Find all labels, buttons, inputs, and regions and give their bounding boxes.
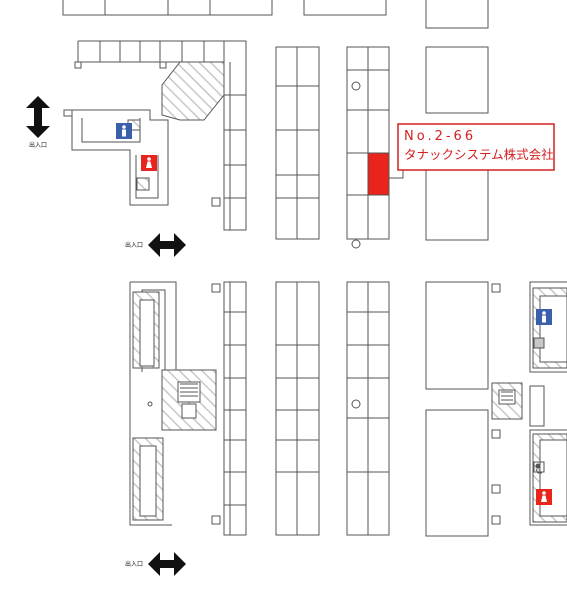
- callout-leader: [389, 170, 404, 179]
- booth-block-5: [346, 281, 390, 536]
- male-restroom-icon: [116, 123, 132, 139]
- exit-label: 出入口: [125, 241, 143, 249]
- top-left-building: [63, 40, 247, 231]
- bottom-left-building: [129, 281, 247, 536]
- booth-block-2: [346, 46, 390, 249]
- exit-label: 出入口: [29, 141, 47, 149]
- female-restroom-icon: [141, 155, 157, 171]
- booth-block-4: [275, 281, 320, 536]
- female-restroom-icon: [536, 489, 552, 505]
- wheelchair-icon: [535, 463, 542, 474]
- exit-double-arrow-icon: [26, 96, 50, 138]
- booth-block-1: [275, 46, 320, 240]
- right-edge-building: [529, 281, 567, 526]
- highlight-booth[interactable]: [367, 152, 390, 196]
- exit-label: 出入口: [125, 560, 143, 568]
- top-partial-booths: [62, 0, 489, 29]
- callout-box[interactable]: [397, 123, 555, 171]
- exit-double-arrow-icon: [148, 552, 186, 576]
- exit-double-arrow-icon: [148, 233, 186, 257]
- stairs-icon: [180, 383, 198, 397]
- male-restroom-icon: [536, 309, 552, 325]
- booth-block-6: [425, 281, 523, 537]
